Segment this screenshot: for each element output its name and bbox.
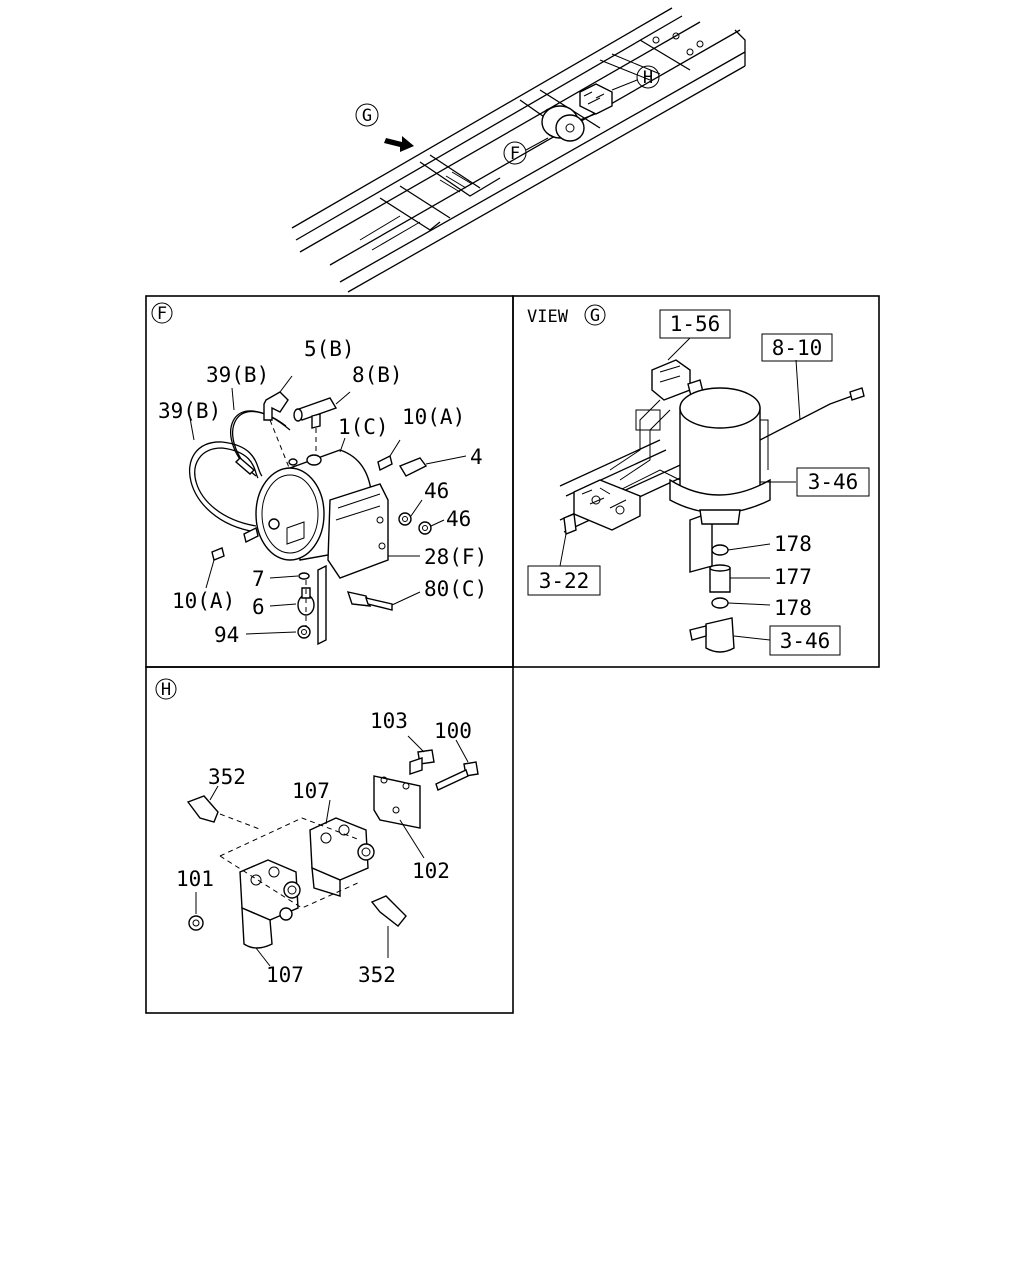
air-dryer <box>669 387 771 525</box>
drain-cock-6 <box>269 580 315 630</box>
valve-cluster <box>563 479 641 535</box>
panel-H-marker: H <box>155 678 177 700</box>
spacer-178-a <box>711 543 771 556</box>
callout-H-label: H <box>643 68 653 88</box>
panel-F: F <box>151 302 487 647</box>
label-107-a: 107 <box>292 779 330 803</box>
label-46-1: 46 <box>424 479 449 503</box>
panel-G-frame <box>512 295 880 668</box>
leader-39b-2 <box>189 417 195 441</box>
solenoid-valve <box>651 337 705 401</box>
nut-46-a <box>398 512 412 526</box>
label-178-a: 178 <box>774 532 812 556</box>
label-1c: 1(C) <box>338 415 389 439</box>
frame-overview: G F H <box>291 7 746 293</box>
assembly-line-c <box>219 813 263 831</box>
label-352-b: 352 <box>358 963 396 987</box>
panel-H-frame <box>145 666 514 1014</box>
label-4: 4 <box>470 445 483 469</box>
tee-fitting-8b <box>293 391 351 456</box>
nut-101 <box>188 892 204 931</box>
cross-member-piping <box>559 399 713 573</box>
label-6: 6 <box>252 595 265 619</box>
label-46-2: 46 <box>446 507 471 531</box>
air-tank-overview <box>541 105 585 142</box>
ref-box-3-46-b: 3-46 <box>769 625 841 656</box>
label-10a-1: 10(A) <box>402 405 465 429</box>
relay-valve-107-lower <box>239 859 301 967</box>
washer-7 <box>269 572 310 580</box>
label-28f: 28(F) <box>424 545 487 569</box>
label-177: 177 <box>774 565 812 589</box>
bolt-80c <box>346 591 421 611</box>
callout-H: H <box>611 65 660 91</box>
label-101: 101 <box>176 867 214 891</box>
panel-F-marker: F <box>151 302 173 324</box>
svg-text:1-56: 1-56 <box>670 312 721 336</box>
ref-box-8-10: 8-10 <box>761 333 833 362</box>
svg-text:8-10: 8-10 <box>772 336 823 360</box>
spacer-178-b <box>711 597 771 609</box>
bolt-100 <box>435 739 479 791</box>
leader-39b-1 <box>231 387 235 411</box>
assembly-line-b <box>219 855 361 909</box>
fitting-352-upper <box>186 785 219 823</box>
drain-valve-10a-lower <box>205 547 225 589</box>
label-8b: 8(B) <box>352 363 403 387</box>
drain-valve-10a <box>377 439 401 472</box>
callout-F-label: F <box>510 144 520 164</box>
fitting-352-lower <box>370 895 407 958</box>
nut-94 <box>245 625 311 639</box>
view-arrow <box>384 136 414 152</box>
bolt-103 <box>407 735 435 775</box>
relay-valve-107-upper <box>309 799 375 897</box>
panel-frames <box>145 295 880 1014</box>
hose-39b <box>188 410 291 544</box>
panel-H: H <box>155 678 479 987</box>
panel-G-title: VIEW <box>527 307 569 327</box>
assembly-line-a <box>219 817 361 857</box>
svg-text:F: F <box>157 304 167 324</box>
bracket-102 <box>373 775 425 859</box>
wire-harness <box>759 359 865 441</box>
label-352-a: 352 <box>208 765 246 789</box>
callout-G: G <box>355 103 379 127</box>
ref-box-1-56: 1-56 <box>659 309 731 339</box>
leader-1c <box>339 437 346 453</box>
label-178-b: 178 <box>774 596 812 620</box>
leader-3-22 <box>559 533 567 567</box>
ref-box-3-46-a: 3-46 <box>796 467 870 497</box>
ref-box-3-22: 3-22 <box>527 565 601 596</box>
svg-text:3-46: 3-46 <box>808 470 859 494</box>
label-5b: 5(B) <box>304 337 355 361</box>
label-102: 102 <box>412 859 450 883</box>
label-39b-2: 39(B) <box>158 399 221 423</box>
svg-text:G: G <box>590 306 600 326</box>
tube-177 <box>709 564 770 593</box>
elbow-fitting-5b <box>263 375 293 471</box>
panel-G-marker: G <box>584 304 606 326</box>
tank-bracket <box>317 483 389 646</box>
callout-F: F <box>503 137 549 165</box>
label-10a-2: 10(A) <box>172 589 235 613</box>
label-94: 94 <box>214 623 239 647</box>
fitting-4 <box>398 455 467 477</box>
label-100: 100 <box>434 719 472 743</box>
drain-fitting <box>689 617 771 653</box>
label-103: 103 <box>370 709 408 733</box>
relay-valve-overview <box>579 83 613 115</box>
svg-text:H: H <box>161 680 171 700</box>
svg-text:3-22: 3-22 <box>539 569 590 593</box>
label-39b-1: 39(B) <box>206 363 269 387</box>
svg-text:3-46: 3-46 <box>780 629 831 653</box>
label-107-b: 107 <box>266 963 304 987</box>
label-7: 7 <box>252 567 265 591</box>
nut-46-b <box>410 499 445 535</box>
label-80c: 80(C) <box>424 577 487 601</box>
panel-G: VIEW G <box>527 304 870 656</box>
callout-G-label: G <box>362 106 372 126</box>
